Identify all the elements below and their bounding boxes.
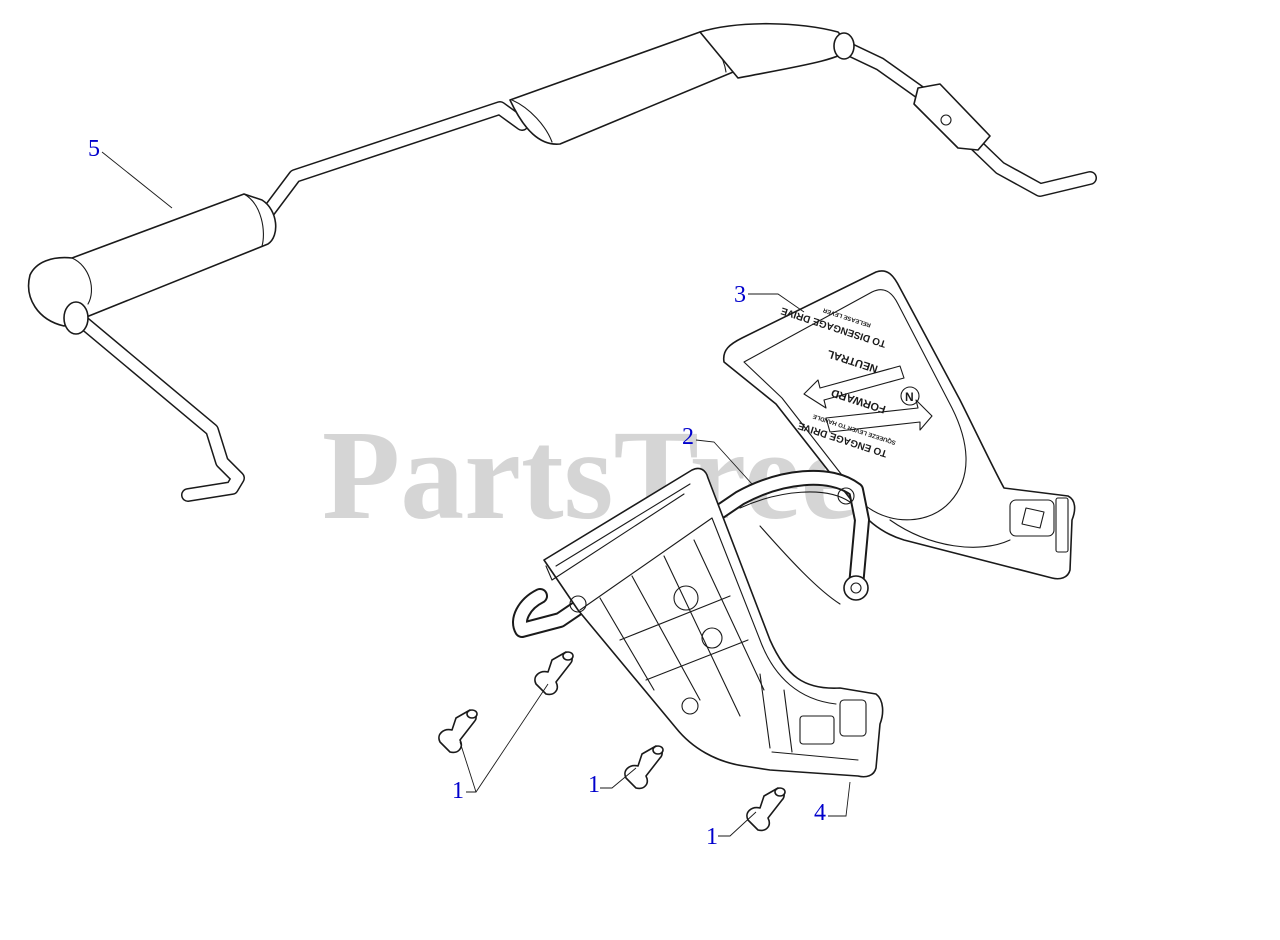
leader-lines xyxy=(101,151,851,837)
shoulder-bolt xyxy=(534,651,574,696)
shoulder-bolt xyxy=(746,787,786,832)
callout-1: 1 xyxy=(706,824,718,850)
callout-5: 5 xyxy=(88,136,100,162)
shoulder-bolt xyxy=(624,745,664,790)
mounting-bracket xyxy=(543,467,884,778)
watermark: PartsTree xyxy=(322,404,857,546)
callout-4: 4 xyxy=(814,800,826,826)
hinge-rod xyxy=(512,469,870,638)
callout-1: 1 xyxy=(452,778,464,804)
drive-bail-bar xyxy=(27,22,1097,502)
callout-3: 3 xyxy=(734,282,746,308)
forward-arrow-icon xyxy=(803,365,905,409)
callouts: 5 3 2 4 1 1 1 xyxy=(88,136,826,850)
control-cover: TO ENGAGE DRIVE SQUEEZE LEVER TO HANDLE … xyxy=(722,270,1076,580)
callout-1: 1 xyxy=(588,772,600,798)
callout-2: 2 xyxy=(682,424,694,450)
neutral-arrow-icon xyxy=(825,399,933,433)
neutral-badge-icon xyxy=(900,386,920,406)
neutral-badge-letter: N xyxy=(905,390,914,404)
shoulder-bolt xyxy=(438,709,478,754)
